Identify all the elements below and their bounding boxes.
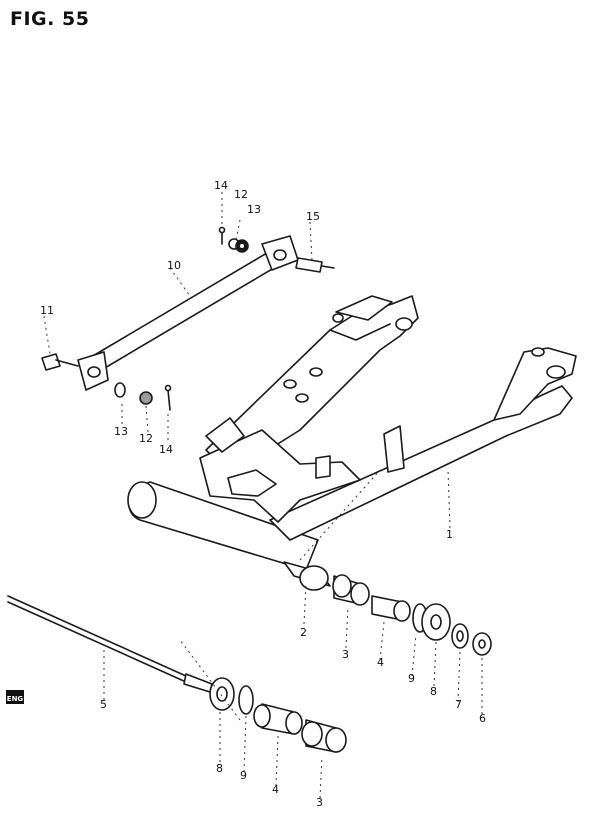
- callout-8b: 8: [216, 762, 223, 775]
- cotter-pin-14b: [164, 384, 172, 411]
- washer-13b: [114, 382, 126, 398]
- engine-badge-label: ENG: [7, 695, 24, 703]
- washer-7: [451, 623, 469, 649]
- nut-6: [472, 632, 492, 656]
- callout-9a: 9: [408, 672, 415, 685]
- callout-2: 2: [300, 626, 307, 639]
- bolt-15: [295, 257, 335, 273]
- nut-12b: [139, 391, 153, 405]
- callout-7: 7: [455, 698, 462, 711]
- callout-3b: 3: [316, 796, 323, 809]
- pivot-shaft-5: [7, 595, 213, 693]
- swing-arm: [127, 295, 577, 571]
- callout-15: 15: [306, 210, 320, 223]
- torque-rod: [77, 235, 299, 391]
- callout-4b: 4: [272, 783, 279, 796]
- callout-3a: 3: [342, 648, 349, 661]
- callout-12a: 12: [234, 188, 248, 201]
- bolt-11: [41, 353, 79, 371]
- seal-8b: [209, 677, 235, 711]
- sleeve-4b: [253, 703, 303, 735]
- callout-8a: 8: [430, 685, 437, 698]
- bearing-3b: [301, 719, 347, 753]
- callout-14a: 14: [214, 179, 228, 192]
- cotter-pin-14a: [218, 226, 226, 245]
- callout-14b: 14: [159, 443, 173, 456]
- nut-12a: [235, 239, 249, 253]
- callout-13b: 13: [114, 425, 128, 438]
- callout-6: 6: [479, 712, 486, 725]
- leader-lines: [43, 192, 483, 799]
- callout-labels: 14 12 13 15 10 11 13 12 14 1 2 3 4 9 8 7…: [40, 179, 486, 809]
- pivot-spacer-2: [283, 561, 331, 591]
- callout-12b: 12: [139, 432, 153, 445]
- callout-13a: 13: [247, 203, 261, 216]
- callout-10: 10: [167, 259, 181, 272]
- seal-8a: [421, 603, 451, 641]
- callout-9b: 9: [240, 769, 247, 782]
- callout-5: 5: [100, 698, 107, 711]
- sleeve-4a: [371, 595, 411, 622]
- bearing-3a: [332, 574, 370, 606]
- callout-4a: 4: [377, 656, 384, 669]
- callout-1: 1: [446, 528, 453, 541]
- engine-badge: ENG: [6, 690, 24, 704]
- callout-11: 11: [40, 304, 54, 317]
- figure-title: FIG. 55: [10, 8, 90, 30]
- washer-9b: [238, 685, 254, 715]
